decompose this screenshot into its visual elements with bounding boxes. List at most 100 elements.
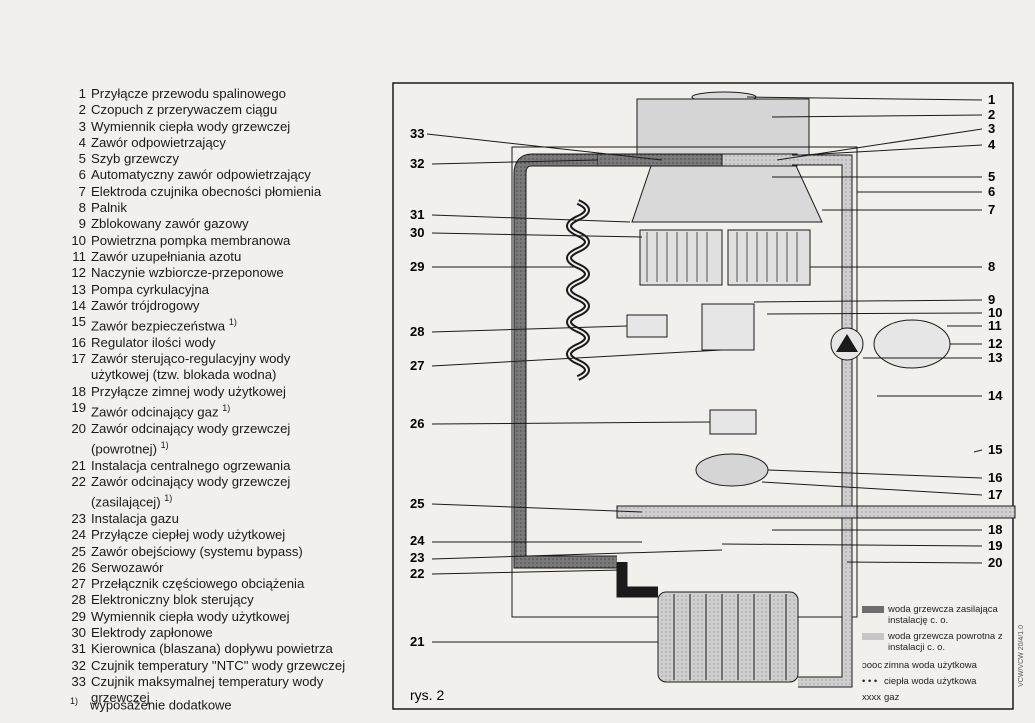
legend-item-text: Zawór odcinający gaz 1) (91, 400, 394, 421)
legend-item-number: 7 (78, 183, 86, 199)
legend-item-text: Kierownica (blaszana) dopływu powietrza (91, 641, 394, 657)
callout-number: 21 (410, 634, 424, 649)
callout-number: 31 (410, 207, 424, 222)
legend-item-number: 8 (78, 200, 86, 216)
legend-item-number: 21 (71, 457, 86, 473)
callout-number: 1 (988, 92, 995, 107)
legend-item-text: Naczynie wzbiorcze-przeponowe (91, 265, 394, 281)
legend-item: 10 Powietrzna pompka membranowa (64, 233, 394, 249)
callout-number: 7 (988, 202, 995, 217)
legend-item-text: Przyłącze zimnej wody użytkowej (91, 384, 394, 400)
legend-item-line1: Kierownica (blaszana) dopływu powietrza (91, 641, 333, 657)
legend-item-number: 23 (71, 510, 86, 526)
legend-footnote-mark: 1) (228, 317, 237, 328)
footnote-text: wyposażenie dodatkowe (90, 697, 232, 713)
electronic-control-block (626, 314, 668, 338)
callout-number: 12 (988, 336, 1002, 351)
legend-item-text: Zawór uzupełniania azotu (91, 249, 394, 265)
legend-item-text: Instalacja gazu (91, 511, 394, 527)
legend-item-number: 10 (71, 232, 86, 248)
legend-item-line1: Serwozawór (91, 559, 164, 575)
callout-number: 17 (988, 487, 1002, 502)
legend-item: 23 Instalacja gazu (64, 511, 394, 527)
legend-item-number: 16 (71, 334, 86, 350)
legend-item-number: 20 (71, 420, 86, 436)
servo-valve (709, 409, 757, 435)
callout-number: 10 (988, 305, 1002, 320)
callout-number: 3 (988, 121, 995, 136)
legend-item-line1: Elektroniczny blok sterujący (91, 592, 254, 608)
legend-item-number: 30 (71, 625, 86, 641)
legend-item: 26 Serwozawór (64, 560, 394, 576)
key-supply: woda grzewcza zasilająca instalację c. o… (862, 604, 998, 626)
key-supply-text: woda grzewcza zasilająca (888, 604, 998, 615)
legend-item-text: Zawór odcinający wody grzewczej(zasilają… (91, 474, 394, 511)
legend-item: 16 Regulator ilości wody (64, 335, 394, 351)
legend-item-number: 33 (71, 673, 86, 689)
legend-item-line2: (zasilającej) (91, 494, 161, 510)
footnote: 1)wyposażenie dodatkowe (70, 696, 232, 712)
callout-number: 13 (988, 350, 1002, 365)
legend-item-text: Automatyczny zawór odpowietrzający (91, 167, 394, 183)
legend-item-number: 14 (71, 297, 86, 313)
legend-item-text: Zawór odpowietrzający (91, 135, 394, 151)
key-return-text2: instalacji c. o. (888, 642, 946, 653)
legend-item-number: 25 (71, 543, 86, 559)
figure-code: VCW/VCW 20/4/1.0 (1018, 625, 1025, 687)
legend-item-number: 27 (71, 576, 86, 592)
burner (639, 229, 811, 286)
callout-number: 4 (988, 137, 996, 152)
legend-item-text: Pompa cyrkulacyjna (91, 282, 394, 298)
legend-item-text: Szyb grzewczy (91, 151, 394, 167)
bypass-pipe (616, 505, 1016, 519)
callout-number: 29 (410, 259, 424, 274)
legend-item-number: 26 (71, 559, 86, 575)
legend-item-text: Zawór obejściowy (systemu bypass) (91, 544, 394, 560)
legend-item-line1: Powietrzna pompka membranowa (91, 232, 291, 248)
legend-item-number: 4 (78, 134, 86, 150)
legend-item-line1: Czujnik temperatury "NTC" wody grzewczej (91, 657, 346, 673)
swatch-supply-icon (862, 605, 884, 613)
legend-item-number: 24 (71, 527, 86, 543)
key-return-text: woda grzewcza powrotna z (888, 631, 1003, 642)
legend-item-text: Zawór odcinający wody grzewczej(powrotne… (91, 421, 394, 458)
legend-item-line1: Przyłącze przewodu spalinowego (91, 86, 286, 101)
legend-item-text: Elektrody zapłonowe (91, 625, 394, 641)
legend-item-number: 22 (71, 474, 86, 489)
legend-item-text: Przyłącze przewodu spalinowego (91, 86, 394, 102)
legend-item-text: Wymiennik ciepła wody grzewczej (91, 119, 394, 135)
callout-number: 19 (988, 538, 1002, 553)
legend-item-line2: (powrotnej) (91, 441, 157, 457)
legend-item: 25 Zawór obejściowy (systemu bypass) (64, 544, 394, 560)
legend-item-number: 15 (71, 314, 86, 330)
legend-item-line1: Regulator ilości wody (91, 334, 216, 350)
diagram-frame (392, 82, 1014, 710)
legend-footnote-mark: 1) (222, 403, 231, 414)
legend-item-text: Serwozawór (91, 560, 394, 576)
legend-item: 30 Elektrody zapłonowe (64, 625, 394, 641)
key-hot-water: • • •ciepła woda użytkowa (862, 676, 976, 687)
legend-item-text: Elektroniczny blok sterujący (91, 592, 394, 608)
callout-number: 6 (988, 184, 995, 199)
legend-item-line1: Zawór obejściowy (systemu bypass) (91, 543, 303, 559)
callout-number: 14 (988, 388, 1003, 403)
hot-water-symbol-icon: • • • (862, 676, 878, 687)
legend-item-number: 29 (71, 608, 86, 624)
